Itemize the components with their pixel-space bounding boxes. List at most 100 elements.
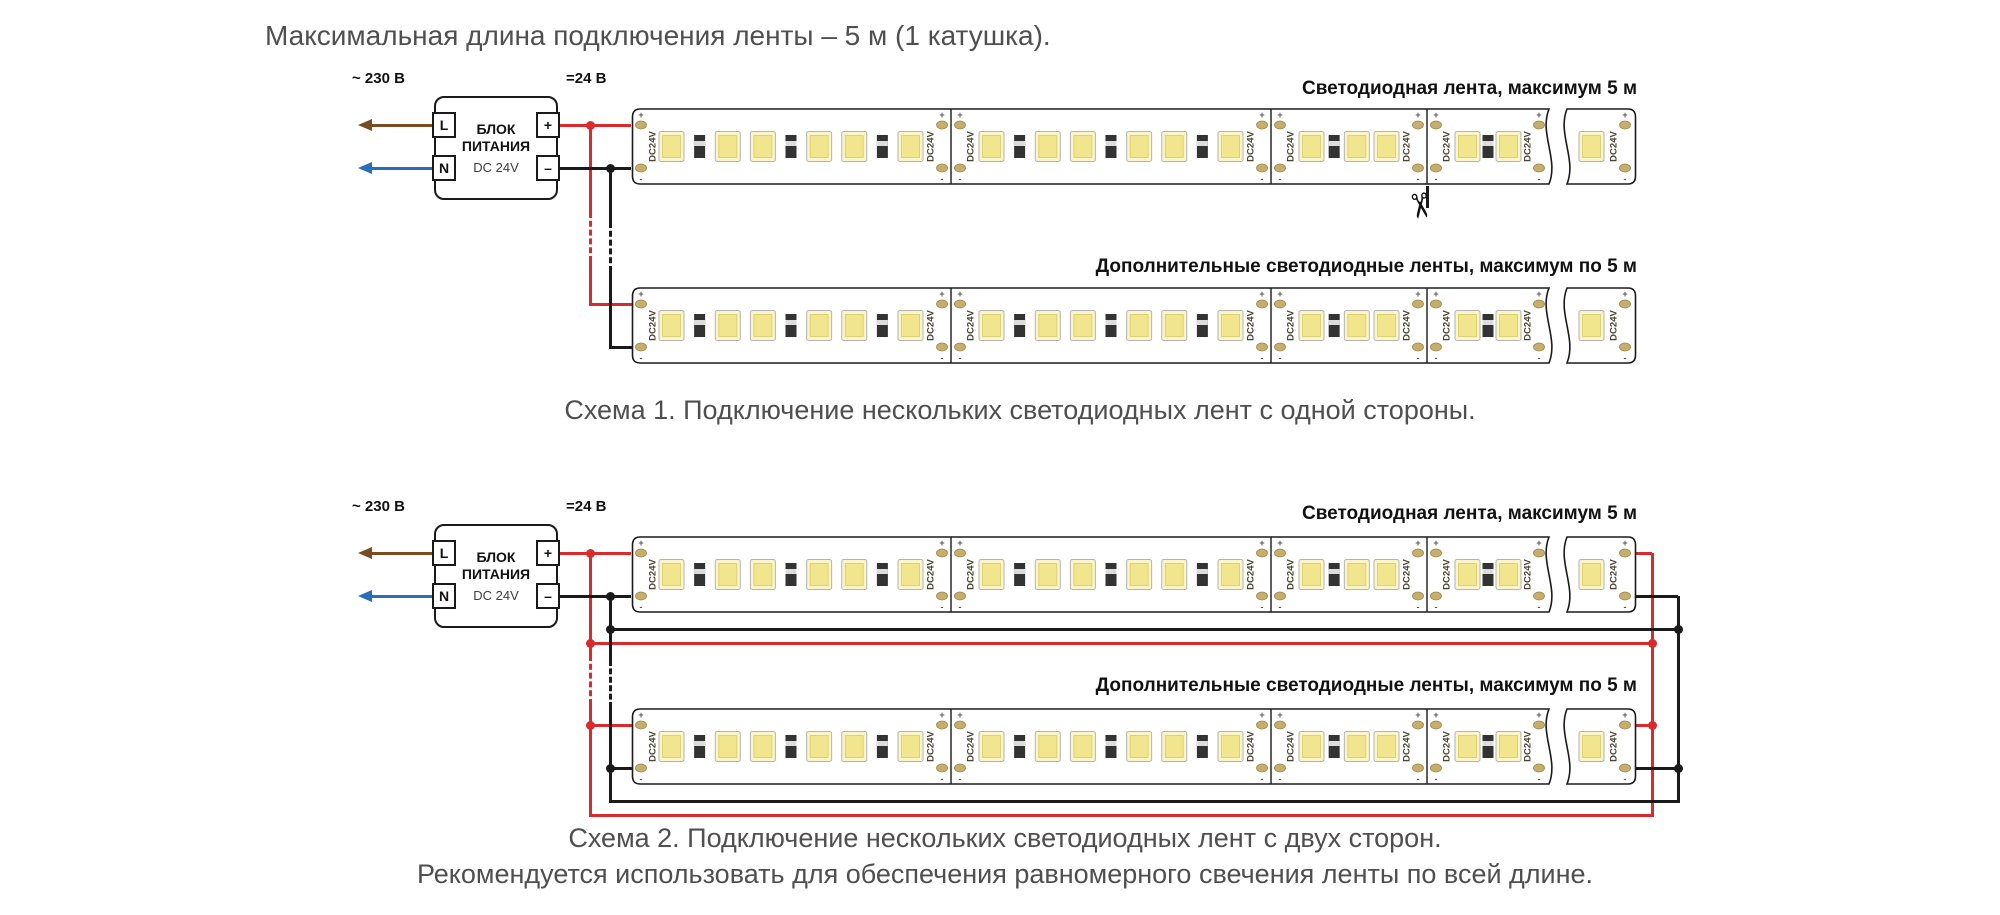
svg-text:DC24V: DC24V [926, 131, 937, 162]
svg-text:DC24V: DC24V [966, 559, 977, 590]
terminal-n: N [432, 155, 456, 181]
svg-text:+: + [939, 710, 944, 720]
terminal-minus: – [536, 583, 560, 609]
wire-24v-positive [1635, 723, 1652, 727]
wire-24v-negative [608, 345, 633, 349]
svg-text:-: - [1435, 774, 1438, 784]
wire-24v-positive [588, 553, 592, 655]
svg-text:-: - [959, 353, 962, 363]
svg-text:DC24V: DC24V [1286, 131, 1297, 162]
svg-text:+: + [1433, 110, 1438, 120]
mains-voltage-label: ~ 230 В [352, 70, 405, 87]
phase-wire [372, 123, 434, 127]
svg-text:DC24V: DC24V [1442, 559, 1453, 590]
svg-text:+: + [1536, 710, 1541, 720]
svg-text:+: + [1415, 110, 1420, 120]
wire-24v-negative [558, 594, 631, 598]
svg-text:-: - [1417, 353, 1420, 363]
junction-dot [585, 638, 595, 648]
svg-text:+: + [957, 289, 962, 299]
svg-text:-: - [959, 174, 962, 184]
psu-voltage: DC 24V [473, 588, 519, 603]
svg-text:-: - [1538, 602, 1541, 612]
svg-text:-: - [941, 774, 944, 784]
strip-label-additional: Дополнительные светодиодные ленты, макси… [1095, 256, 1637, 277]
led-strip: +-DC24V+-DC24V+-DC24V+-DC24V+-DC24V+-DC2… [631, 287, 1637, 364]
svg-text:DC24V: DC24V [1442, 310, 1453, 341]
svg-text:DC24V: DC24V [1523, 559, 1534, 590]
power-supply-unit: БЛОК ПИТАНИЯ DC 24V L N + – [432, 524, 560, 628]
output-voltage-label: =24 В [566, 70, 607, 87]
svg-text:+: + [1277, 710, 1282, 720]
junction-dot [585, 720, 595, 730]
wire-24v-positive [558, 123, 631, 127]
mains-voltage-label: ~ 230 В [352, 498, 405, 515]
svg-text:-: - [1261, 353, 1264, 363]
svg-text:-: - [1279, 174, 1282, 184]
junction-dot [1673, 624, 1683, 634]
junction-dot [605, 163, 615, 173]
wire-24v-positive [1650, 553, 1654, 815]
svg-text:DC24V: DC24V [1523, 131, 1534, 162]
scheme2-note: Рекомендуется использовать для обеспечен… [416, 859, 1594, 889]
junction-dot [585, 120, 595, 130]
wire-24v-negative [608, 766, 633, 770]
svg-text:-: - [941, 174, 944, 184]
scheme2-caption: Схема 2. Подключение нескольких светодио… [568, 823, 1442, 853]
svg-text:-: - [1538, 174, 1541, 184]
svg-text:DC24V: DC24V [1286, 310, 1297, 341]
svg-text:-: - [640, 353, 643, 363]
phase-wire [372, 551, 434, 555]
svg-text:+: + [1433, 289, 1438, 299]
phase-wire-arrow-icon [358, 119, 372, 131]
svg-text:+: + [638, 289, 643, 299]
svg-text:+: + [1259, 710, 1264, 720]
svg-text:-: - [1417, 602, 1420, 612]
svg-text:+: + [957, 110, 962, 120]
svg-text:-: - [959, 774, 962, 784]
svg-text:DC24V: DC24V [1609, 310, 1620, 341]
svg-text:DC24V: DC24V [926, 731, 937, 762]
svg-text:DC24V: DC24V [926, 310, 937, 341]
psu-name: БЛОК ПИТАНИЯ [461, 549, 531, 582]
svg-text:-: - [1279, 774, 1282, 784]
svg-text:DC24V: DC24V [648, 731, 659, 762]
terminal-minus: – [536, 155, 560, 181]
neutral-wire-arrow-icon [358, 162, 372, 174]
power-supply-unit: БЛОК ПИТАНИЯ DC 24V L N + – [432, 96, 560, 200]
svg-text:-: - [640, 774, 643, 784]
svg-text:DC24V: DC24V [648, 559, 659, 590]
output-voltage-label: =24 В [566, 498, 607, 515]
led-strip: +-DC24V+-DC24V+-DC24V+-DC24V+-DC24V+-DC2… [631, 108, 1637, 185]
neutral-wire [372, 166, 434, 170]
wire-24v-positive [588, 705, 592, 815]
svg-text:-: - [1279, 353, 1282, 363]
strip-label-additional: Дополнительные светодиодные ленты, макси… [1095, 675, 1637, 696]
svg-text:DC24V: DC24V [1523, 310, 1534, 341]
wire-24v-negative [558, 166, 631, 170]
svg-text:DC24V: DC24V [1402, 731, 1413, 762]
svg-text:+: + [1433, 710, 1438, 720]
svg-text:+: + [1277, 110, 1282, 120]
svg-text:-: - [1279, 602, 1282, 612]
junction-dot [605, 763, 615, 773]
wire-24v-positive [588, 813, 1654, 817]
junction-dot [605, 624, 615, 634]
svg-text:DC24V: DC24V [1609, 559, 1620, 590]
svg-text:+: + [1259, 110, 1264, 120]
svg-text:-: - [1435, 174, 1438, 184]
svg-text:DC24V: DC24V [1286, 731, 1297, 762]
junction-dot [605, 591, 615, 601]
svg-text:-: - [640, 602, 643, 612]
svg-text:+: + [1277, 289, 1282, 299]
neutral-wire [372, 594, 434, 598]
svg-text:+: + [638, 110, 643, 120]
svg-text:-: - [1261, 174, 1264, 184]
svg-text:DC24V: DC24V [1609, 131, 1620, 162]
svg-text:-: - [1624, 774, 1627, 784]
svg-text:+: + [1536, 289, 1541, 299]
svg-text:+: + [1622, 538, 1627, 548]
